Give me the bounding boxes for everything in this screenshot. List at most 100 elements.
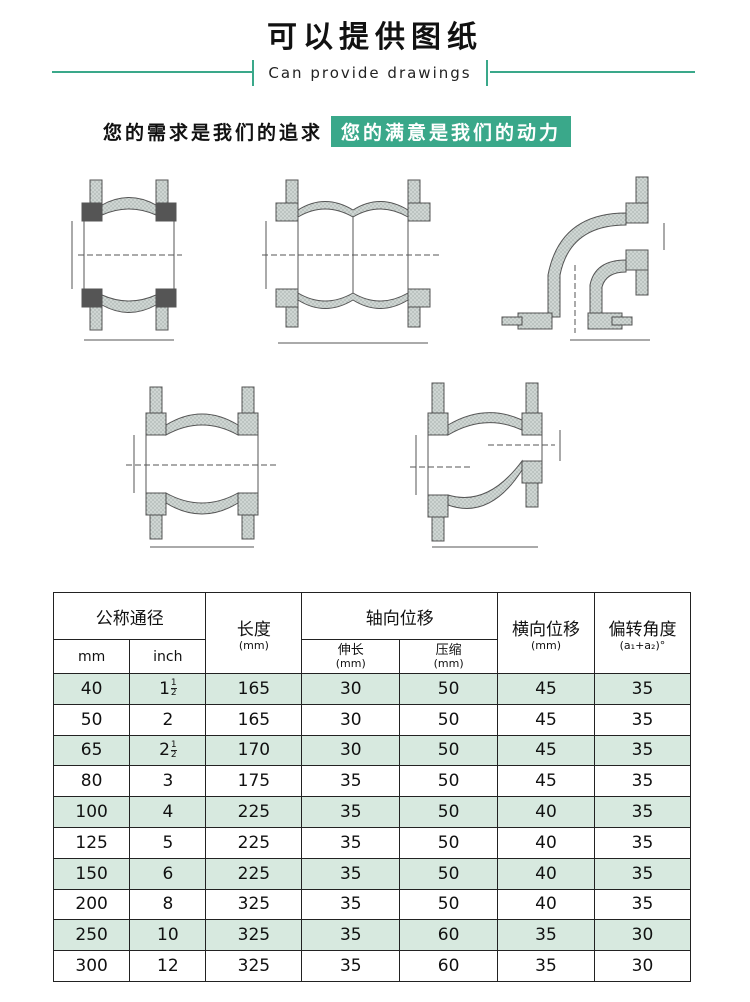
cell-inch-value: 2 <box>162 709 174 730</box>
header-divider-right <box>490 71 695 73</box>
cell-inch: 5 <box>129 826 207 859</box>
header-extend-unit: (mm) <box>335 656 366 670</box>
cell-angle-value: 35 <box>631 709 654 730</box>
header-mm: mm <box>52 639 131 674</box>
cell-extend-value: 35 <box>339 863 362 884</box>
cell-extend-value: 30 <box>339 678 362 699</box>
cell-compress-value: 50 <box>437 771 460 792</box>
header-angle-unit: (a₁+a₂)° <box>619 638 666 652</box>
spec-table: 公称通径 长度 (mm) 轴向位移 横向位移 (mm) 偏转角度 (a₁+a₂)… <box>52 592 692 982</box>
cell-extend-value: 35 <box>339 802 362 823</box>
cell-length: 170 <box>205 734 303 767</box>
cell-length: 225 <box>205 796 303 828</box>
cell-lateral: 45 <box>497 673 595 705</box>
cell-lateral-value: 40 <box>535 863 557 884</box>
page-title: 可以提供图纸 <box>267 20 483 55</box>
cell-inch-value: 2 <box>159 740 170 761</box>
cell-compress: 50 <box>399 888 499 921</box>
cell-extend: 35 <box>301 796 401 828</box>
cell-mm-value: 200 <box>75 894 108 915</box>
cell-mm: 50 <box>52 703 131 736</box>
cell-inch-value: 6 <box>162 863 174 884</box>
cell-angle-value: 30 <box>631 925 654 946</box>
header-length-unit: (mm) <box>238 638 269 652</box>
cell-length-value: 175 <box>237 771 271 792</box>
cell-inch-value: 10 <box>157 925 179 946</box>
cell-length: 165 <box>205 673 303 705</box>
slogan: 您的需求是我们的追求 您的满意是我们的动力 <box>103 115 572 147</box>
header-compress: 压缩 (mm) <box>399 639 499 674</box>
cell-angle-value: 35 <box>631 740 654 761</box>
cell-lateral: 45 <box>497 734 595 767</box>
header-angle-label: 偏转角度 <box>608 619 677 640</box>
cell-length-value: 165 <box>237 678 271 699</box>
cell-compress: 50 <box>399 796 499 828</box>
cell-length-value: 325 <box>237 956 271 977</box>
cell-lateral: 40 <box>497 796 595 828</box>
cell-mm: 65 <box>52 734 131 767</box>
cell-mm-value: 50 <box>80 709 103 730</box>
cell-angle: 35 <box>593 703 692 736</box>
cell-angle: 35 <box>593 826 692 859</box>
cell-angle-value: 35 <box>631 678 654 699</box>
drawing-elbow <box>501 176 665 341</box>
cell-inch-value: 8 <box>162 894 174 915</box>
cell-mm: 80 <box>52 765 131 798</box>
header-extend-label: 伸长 <box>337 642 364 658</box>
header-lateral-unit: (mm) <box>530 638 561 652</box>
cell-inch: 4 <box>129 796 207 828</box>
cell-extend: 35 <box>301 857 401 890</box>
cell-lateral: 35 <box>497 919 595 952</box>
cell-inch: 6 <box>129 857 207 890</box>
cell-inch: 12 <box>129 950 207 982</box>
cell-angle-value: 35 <box>631 894 654 915</box>
cell-angle-value: 35 <box>631 863 654 884</box>
cell-compress-value: 60 <box>437 925 460 946</box>
fraction-denominator: 2 <box>170 688 177 699</box>
cell-length-value: 225 <box>237 832 271 853</box>
cell-extend-value: 35 <box>339 832 362 853</box>
cell-angle: 30 <box>593 919 692 952</box>
cell-angle-value: 35 <box>631 832 654 853</box>
cell-mm: 200 <box>52 888 131 921</box>
cell-mm-value: 150 <box>75 863 108 884</box>
cell-compress-value: 50 <box>437 863 460 884</box>
drawing-double-sphere <box>262 179 440 344</box>
cell-mm-value: 65 <box>80 740 103 761</box>
cell-extend-value: 35 <box>339 956 362 977</box>
header-inch: inch <box>129 639 207 674</box>
cell-inch-value: 5 <box>162 832 174 853</box>
cell-compress-value: 50 <box>437 894 460 915</box>
fraction-denominator: 2 <box>170 749 177 760</box>
cell-length: 325 <box>205 919 303 952</box>
cell-mm-value: 250 <box>75 925 108 946</box>
cell-angle: 35 <box>593 857 692 890</box>
cell-inch-value: 3 <box>162 771 174 792</box>
cell-compress-value: 50 <box>437 740 460 761</box>
cell-extend: 35 <box>301 765 401 798</box>
cell-compress-value: 60 <box>437 956 460 977</box>
cell-length-value: 225 <box>237 863 271 884</box>
cell-mm: 250 <box>52 919 131 952</box>
cell-mm: 125 <box>52 826 131 859</box>
cell-angle: 35 <box>593 734 692 767</box>
header-axial: 轴向位移 <box>301 592 499 640</box>
cell-inch-value: 1 <box>159 678 170 699</box>
cell-length-value: 225 <box>237 802 271 823</box>
cell-length: 325 <box>205 888 303 921</box>
cell-inch-value: 4 <box>162 802 174 823</box>
header-nominal: 公称通径 <box>52 592 207 640</box>
fraction-numerator: 1 <box>170 739 177 751</box>
page-subtitle: Can provide drawings <box>252 60 488 86</box>
cell-lateral-value: 35 <box>535 925 557 946</box>
cell-extend: 35 <box>301 826 401 859</box>
cell-mm-value: 300 <box>75 956 108 977</box>
cell-compress-value: 50 <box>437 802 460 823</box>
cell-length-value: 325 <box>237 894 271 915</box>
cell-length-value: 325 <box>237 925 271 946</box>
